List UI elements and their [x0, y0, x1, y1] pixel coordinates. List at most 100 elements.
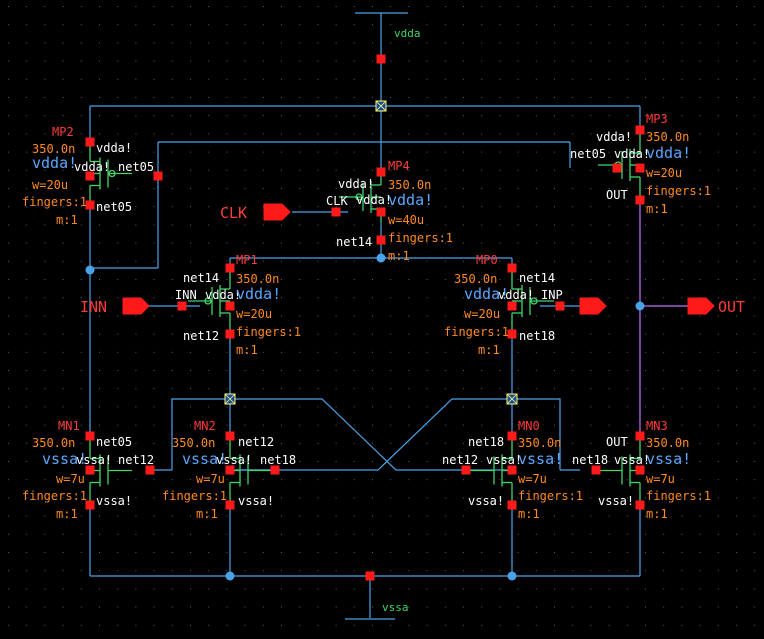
mp0-drain: net18 [519, 329, 555, 343]
mp1-bulk-pin: vdda! [205, 288, 241, 302]
pin[interactable] [635, 163, 645, 173]
pin[interactable] [177, 301, 187, 311]
pin[interactable] [635, 125, 645, 135]
pin[interactable] [507, 431, 517, 441]
mn3-length: 350.0n [646, 436, 689, 450]
port-inn-label: INN [80, 298, 107, 316]
device-mp0[interactable]: MP0 350.0n net14 vdda! vdda! INP w=20u f… [444, 253, 563, 357]
pin[interactable] [225, 431, 235, 441]
mp0-name: MP0 [476, 253, 498, 267]
port-inp[interactable] [579, 297, 607, 315]
pin[interactable] [635, 465, 645, 475]
mn2-drain: net12 [238, 435, 274, 449]
mp4-bulk: vdda! [338, 177, 374, 191]
mp1-fingers: fingers:1 [236, 325, 301, 339]
mp2-length: 350.0n [32, 142, 75, 156]
pin[interactable] [591, 465, 601, 475]
device-mn0[interactable]: MN0 net18 350.0n net12 vssa! vssa! w=7u … [442, 419, 583, 521]
mp3-bulk-pin: vdda! [614, 147, 650, 161]
mp0-fingers: fingers:1 [444, 325, 509, 339]
device-mp3[interactable]: MP3 350.0n vdda! net05 vdda! vdda! w=20u… [570, 112, 711, 216]
mn0-name: MN0 [518, 419, 540, 433]
pin[interactable] [85, 465, 95, 475]
device-mp1[interactable]: MP1 net14 350.0n INN vdda! vdda! w=20u f… [175, 253, 301, 357]
mp2-bulk-pin: vdda! [74, 160, 110, 174]
mp4-m: m:1 [388, 249, 410, 263]
mn2-bulk-pin: vssa! [216, 453, 252, 467]
mp2-fingers: fingers:1 [22, 195, 87, 209]
port-inn[interactable]: INN [80, 297, 150, 316]
pin[interactable] [612, 163, 622, 173]
pin[interactable] [635, 431, 645, 441]
pin[interactable] [507, 500, 517, 510]
pin[interactable] [331, 207, 341, 217]
mp3-drain: OUT [606, 188, 628, 202]
pin[interactable] [225, 329, 235, 339]
device-mn1[interactable]: MN1 350.0n net05 vssa! vssa! net12 w=7u … [22, 419, 154, 521]
mn3-name: MN3 [646, 419, 668, 433]
pin[interactable] [376, 235, 386, 245]
mp4-name: MP4 [388, 159, 410, 173]
mn2-length: 350.0n [172, 436, 215, 450]
mp1-m: m:1 [236, 343, 258, 357]
pin[interactable] [85, 137, 95, 147]
mp1-bulk-annot: vdda! [236, 285, 281, 303]
pin[interactable] [635, 195, 645, 205]
mn3-bulk: vssa! [598, 494, 634, 508]
terminal-pins[interactable] [85, 54, 645, 581]
mn1-name: MN1 [58, 419, 80, 433]
pin[interactable] [225, 500, 235, 510]
pin[interactable] [507, 301, 517, 311]
pin[interactable] [376, 167, 386, 177]
grid-dots [8, 6, 756, 626]
mp2-m: m:1 [56, 213, 78, 227]
pin[interactable] [461, 465, 471, 475]
mp1-source: net14 [183, 271, 219, 285]
pin[interactable] [507, 329, 517, 339]
pin[interactable] [145, 465, 155, 475]
pin[interactable] [85, 200, 95, 210]
mp4-length: 350.0n [388, 178, 431, 192]
junction-dots [85, 171, 645, 581]
pin[interactable] [365, 571, 375, 581]
mp0-length: 350.0n [454, 272, 497, 286]
mn2-width: w=7u [196, 472, 225, 486]
pin[interactable] [225, 263, 235, 273]
mn2-name: MN2 [194, 419, 216, 433]
device-mn2[interactable]: MN2 350.0n net12 vssa! vssa! net18 w=7u … [162, 419, 296, 521]
pin[interactable] [635, 500, 645, 510]
pin[interactable] [85, 431, 95, 441]
mp0-m: m:1 [478, 343, 500, 357]
pin[interactable] [85, 171, 95, 181]
pin[interactable] [376, 207, 386, 217]
port-out[interactable]: OUT [687, 297, 745, 316]
pin[interactable] [225, 301, 235, 311]
device-mp2[interactable]: MP2 350.0n vdda! vdda! vdda! net05 w=20u… [22, 125, 154, 227]
pin[interactable] [507, 465, 517, 475]
port-out-label: OUT [718, 298, 745, 316]
mn3-bulk-pin: vssa! [614, 453, 650, 467]
mp3-gate: net05 [570, 147, 606, 161]
pin[interactable] [376, 54, 386, 64]
mp3-name: MP3 [646, 112, 668, 126]
mp0-bulk-pin: vdda! [498, 288, 534, 302]
pin[interactable] [153, 171, 163, 181]
device-mn3[interactable]: MN3 OUT 350.0n net18 vssa! vssa! w=7u fi… [572, 419, 711, 521]
mn1-bulk-annot: vssa! [42, 450, 87, 468]
device-mp4[interactable]: MP4 vdda! 350.0n vdda! vdda! CLK w=40u f… [326, 159, 453, 263]
supply-vss-label: vssa [382, 601, 409, 614]
pin[interactable] [85, 500, 95, 510]
mn0-bulk: vssa! [468, 494, 504, 508]
pin[interactable] [225, 465, 235, 475]
pin[interactable] [555, 301, 565, 311]
port-clk[interactable]: CLK [220, 203, 291, 222]
mn1-fingers: fingers:1 [22, 489, 87, 503]
mp1-name: MP1 [236, 253, 258, 267]
pin[interactable] [507, 263, 517, 273]
pin[interactable] [270, 465, 280, 475]
mn0-bulk-pin: vssa! [486, 453, 522, 467]
mn1-gate: net12 [118, 453, 154, 467]
mn1-width: w=7u [56, 472, 85, 486]
